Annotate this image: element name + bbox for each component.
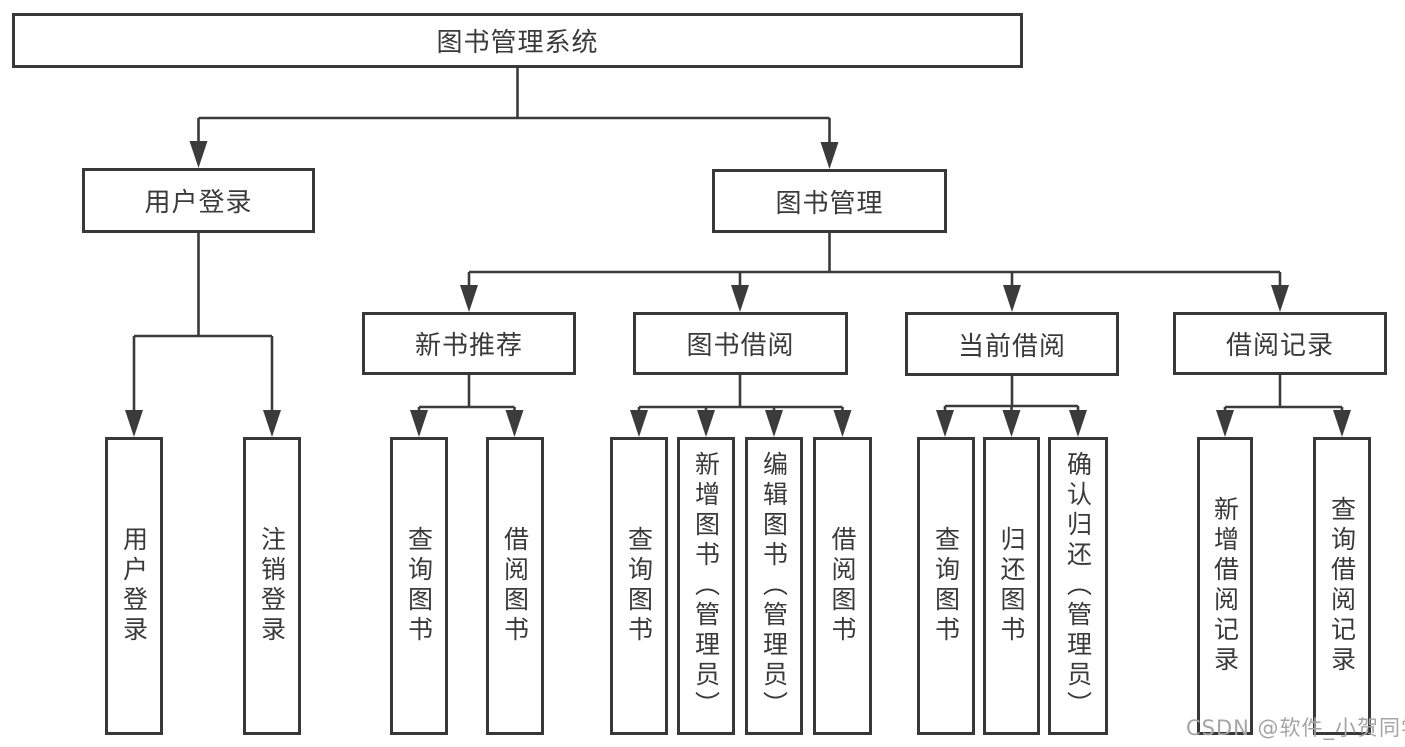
- node-label: 借阅图书: [500, 526, 530, 646]
- node-user-login: 用户登录: [82, 168, 315, 233]
- node-label: 新增图书（管理员）: [691, 451, 721, 721]
- leaf-add-books-admin: 新增图书（管理员）: [677, 437, 735, 735]
- connector-new-book-recommend: [410, 375, 524, 437]
- connector-borrowing-records: [1216, 375, 1351, 437]
- node-root: 图书管理系统: [12, 13, 1023, 68]
- leaf-edit-books-admin: 编辑图书（管理员）: [745, 437, 803, 735]
- leaf-add-borrow-record: 新增借阅记录: [1197, 437, 1253, 735]
- node-label: 查询图书: [404, 526, 434, 646]
- node-label: 查询图书: [931, 526, 961, 646]
- node-label: 查询图书: [624, 526, 654, 646]
- node-label: 新书推荐: [414, 331, 523, 361]
- node-label: 归还图书: [997, 526, 1026, 646]
- node-label: 图书借阅: [686, 331, 795, 361]
- node-label: 新增借阅记录: [1210, 496, 1240, 676]
- node-new-book-recommend: 新书推荐: [362, 312, 576, 375]
- node-book-management: 图书管理: [712, 169, 947, 233]
- leaf-query-books-recommend: 查询图书: [390, 437, 448, 735]
- node-label: 当前借阅: [957, 331, 1066, 362]
- leaf-confirm-return-admin: 确认归还（管理员）: [1048, 437, 1108, 735]
- node-label: 查询借阅记录: [1327, 496, 1357, 676]
- node-book-borrowing: 图书借阅: [633, 312, 848, 375]
- node-label: 确认归还（管理员）: [1063, 451, 1093, 721]
- node-label: 图书管理: [775, 188, 884, 219]
- watermark-text: CSDN @软件_小贺同学: [1186, 716, 1405, 740]
- leaf-borrow-books-recommend: 借阅图书: [486, 437, 544, 735]
- leaf-query-books-borrowing: 查询图书: [610, 437, 668, 735]
- leaf-return-books: 归还图书: [983, 437, 1040, 735]
- node-label: 借阅记录: [1225, 331, 1334, 361]
- connector-book-borrowing: [630, 375, 852, 437]
- leaf-logout: 注销登录: [243, 437, 301, 735]
- connector-current-borrowing: [936, 376, 1087, 437]
- leaf-user-login: 用户登录: [105, 437, 163, 735]
- node-label: 用户登录: [119, 526, 149, 646]
- node-label: 注销登录: [257, 526, 287, 646]
- node-label: 借阅图书: [828, 526, 857, 646]
- connector-user-login: [125, 233, 281, 437]
- leaf-borrow-books-borrowing: 借阅图书: [813, 437, 872, 735]
- leaf-query-books-current: 查询图书: [917, 437, 975, 735]
- node-borrowing-records: 借阅记录: [1173, 312, 1387, 375]
- node-current-borrowing: 当前借阅: [905, 312, 1119, 376]
- leaf-query-borrow-record: 查询借阅记录: [1313, 437, 1371, 735]
- node-label: 图书管理系统: [436, 28, 599, 58]
- connector-root: [189, 68, 839, 169]
- node-label: 编辑图书（管理员）: [759, 451, 789, 721]
- node-label: 用户登录: [144, 188, 253, 218]
- connector-book-management: [460, 233, 1289, 312]
